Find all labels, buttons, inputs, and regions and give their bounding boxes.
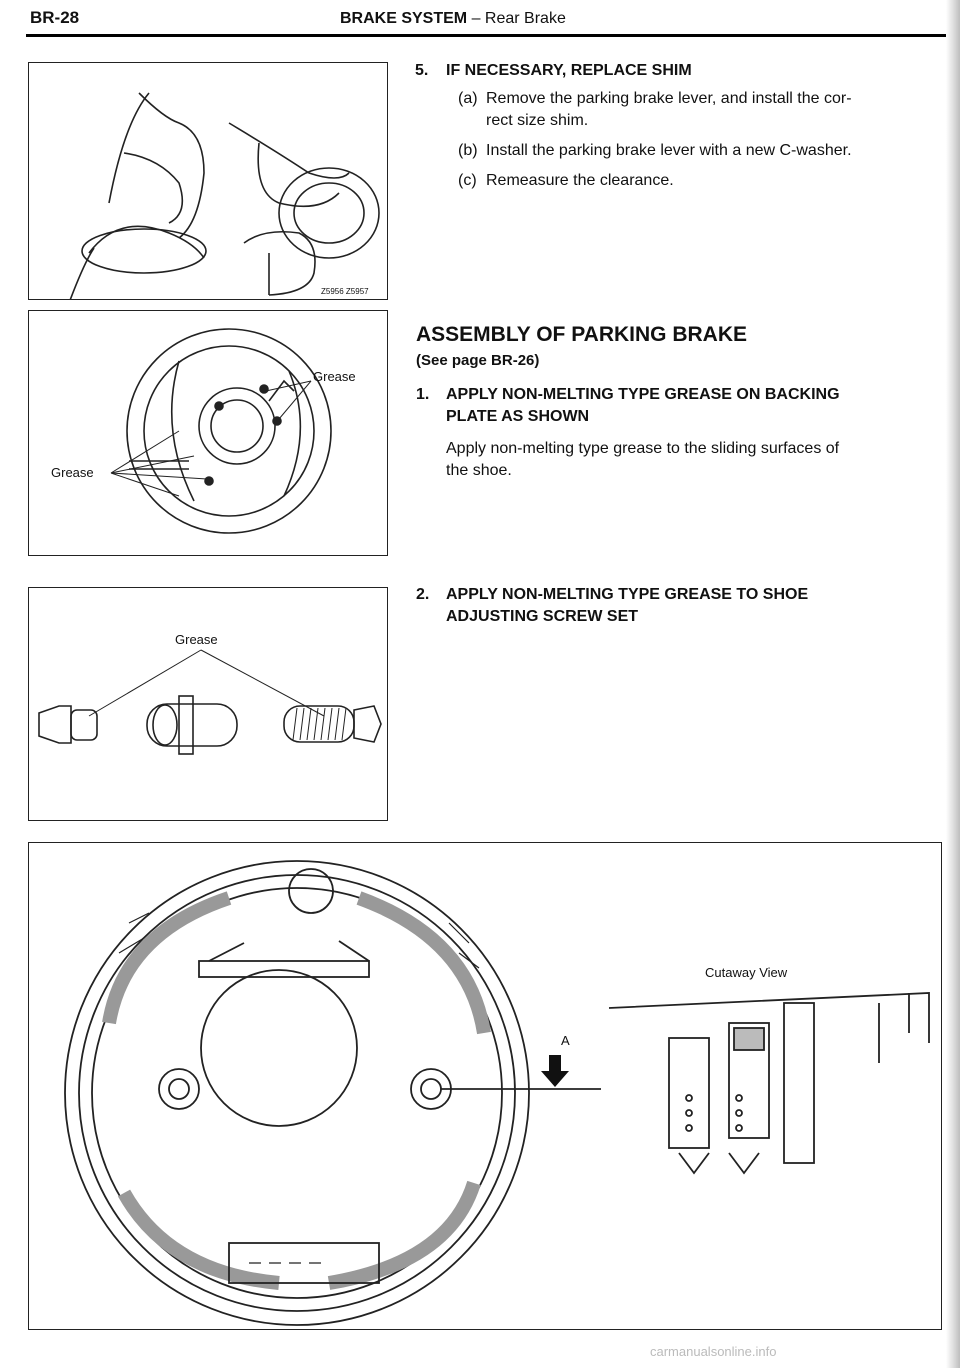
backing-plate-illustration — [110, 328, 332, 534]
step2-number: 2. — [416, 586, 430, 603]
step5-number: 5. — [415, 62, 429, 79]
step1-body-line1: Apply non-melting type grease to the sli… — [446, 440, 840, 457]
figure-adjusting-screw: Grease — [28, 587, 388, 821]
step5-item-c: (c) Remeasure the clearance. — [458, 170, 674, 192]
cutaway-view-label: Cutaway View — [705, 965, 788, 980]
view-marker-a: A — [561, 1033, 570, 1048]
scan-edge-shadow — [946, 0, 960, 1368]
item-marker: (b) — [458, 142, 478, 159]
section-title-sub: – Rear Brake — [467, 10, 566, 27]
figure-code: Z5956 Z5957 — [321, 287, 369, 296]
step2-title-line1: APPLY NON-MELTING TYPE GREASE TO SHOE — [446, 586, 809, 603]
adjusting-screw-illustration — [38, 649, 382, 755]
step1-number: 1. — [416, 386, 430, 403]
step5-item-a: (a) Remove the parking brake lever, and i… — [458, 88, 938, 110]
item-marker: (c) — [458, 172, 477, 189]
step5-title: IF NECESSARY, REPLACE SHIM — [446, 62, 692, 79]
section-heading: ASSEMBLY OF PARKING BRAKE — [416, 323, 747, 346]
item-text: Remeasure the clearance. — [486, 172, 674, 189]
page-number: BR-28 — [30, 8, 80, 27]
grease-label-left: Grease — [51, 465, 94, 480]
item-text: Install the parking brake lever with a n… — [486, 142, 852, 159]
step2-title-line2: ADJUSTING SCREW SET — [446, 608, 639, 625]
see-page-ref: (See page BR-26) — [416, 352, 540, 369]
item-text: Remove the parking brake lever, and inst… — [486, 90, 852, 107]
header-rule — [26, 34, 946, 37]
step5-item-b: (b) Install the parking brake lever with … — [458, 140, 852, 162]
grease-label-right: Grease — [313, 369, 356, 384]
section-title: BRAKE SYSTEM – Rear Brake — [340, 10, 566, 28]
step1-body-line2: the shoe. — [446, 462, 512, 479]
grease-label: Grease — [175, 632, 218, 647]
item-text: rect size shim. — [486, 112, 589, 129]
brake-assembly-illustration — [64, 860, 930, 1326]
page-header: BR-28 BRAKE SYSTEM – Rear Brake — [0, 0, 960, 44]
step5-item-a-cont: rect size shim. — [486, 110, 588, 132]
step1-title-line1: APPLY NON-MELTING TYPE GREASE ON BACKING — [446, 386, 840, 403]
figure-backing-plate: Grease Grease — [28, 310, 388, 556]
figure-brake-assembly: Cutaway View A — [28, 842, 942, 1330]
figure-replace-shim: Z5956 Z5957 — [28, 62, 388, 300]
hands-shim-illustration — [69, 92, 380, 299]
direction-arrow-icon — [541, 1055, 569, 1087]
section-title-main: BRAKE SYSTEM — [340, 10, 468, 27]
item-marker: (a) — [458, 90, 478, 107]
watermark: carmanualsonline.info — [650, 1344, 777, 1359]
step1-title-line2: PLATE AS SHOWN — [446, 408, 590, 425]
